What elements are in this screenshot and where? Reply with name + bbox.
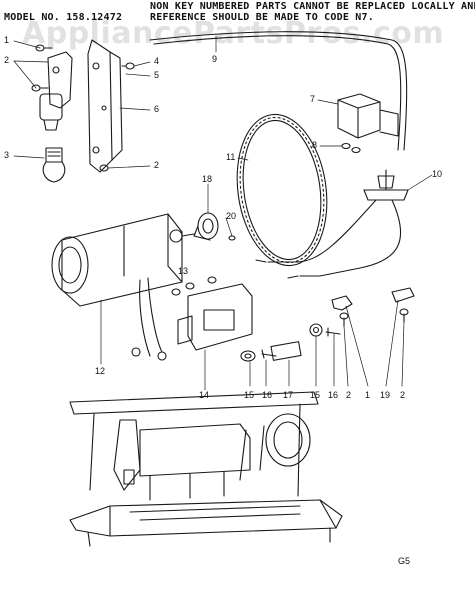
callout: 2	[400, 390, 406, 400]
callout: 6	[154, 104, 160, 114]
callout: 17	[283, 390, 294, 400]
note-line-1: NON KEY NUMBERED PARTS CANNOT BE REPLACE…	[150, 1, 475, 12]
callout: 16	[262, 390, 273, 400]
callout: 20	[226, 211, 237, 221]
callout: 2	[4, 55, 10, 65]
callout: 3	[4, 150, 10, 160]
callout: 1	[365, 390, 371, 400]
model-number: MODEL NO. 158.12472	[4, 12, 123, 23]
motor-cord	[255, 169, 409, 279]
callout: 2	[346, 390, 352, 400]
page-code: G5	[398, 556, 411, 566]
callout: 10	[432, 169, 443, 179]
motor	[51, 213, 195, 361]
callout: 15	[244, 390, 255, 400]
callout: 19	[380, 390, 391, 400]
drive-belt	[236, 113, 328, 267]
leader-lines	[13, 35, 433, 391]
callout: 5	[154, 70, 160, 80]
washers-and-screws	[240, 323, 341, 362]
callout: 7	[310, 94, 316, 104]
screws-left	[31, 44, 135, 172]
lamp-socket-bracket	[39, 51, 73, 131]
light-bulb	[42, 147, 66, 183]
terminal-block	[337, 93, 399, 154]
cord-2	[153, 35, 402, 151]
callout: 11	[226, 152, 236, 162]
callout: 8	[312, 140, 318, 150]
callout: 12	[95, 366, 106, 376]
callout: 18	[202, 174, 213, 184]
motor-bracket	[171, 276, 253, 351]
face-plate	[87, 39, 123, 173]
callout: 1	[4, 35, 10, 45]
note-line-2: REFERENCE SHOULD BE MADE TO CODE N7.	[150, 12, 374, 23]
callout: 4	[154, 56, 160, 66]
callout: 2	[154, 160, 160, 170]
callout: 14	[199, 390, 210, 400]
callout: 16	[328, 390, 339, 400]
callout: 13	[178, 266, 189, 276]
cord	[149, 31, 408, 151]
sewing-machine-head	[69, 391, 343, 547]
callout: 15	[310, 390, 321, 400]
callout: 9	[212, 54, 218, 64]
lever-parts	[331, 287, 415, 327]
